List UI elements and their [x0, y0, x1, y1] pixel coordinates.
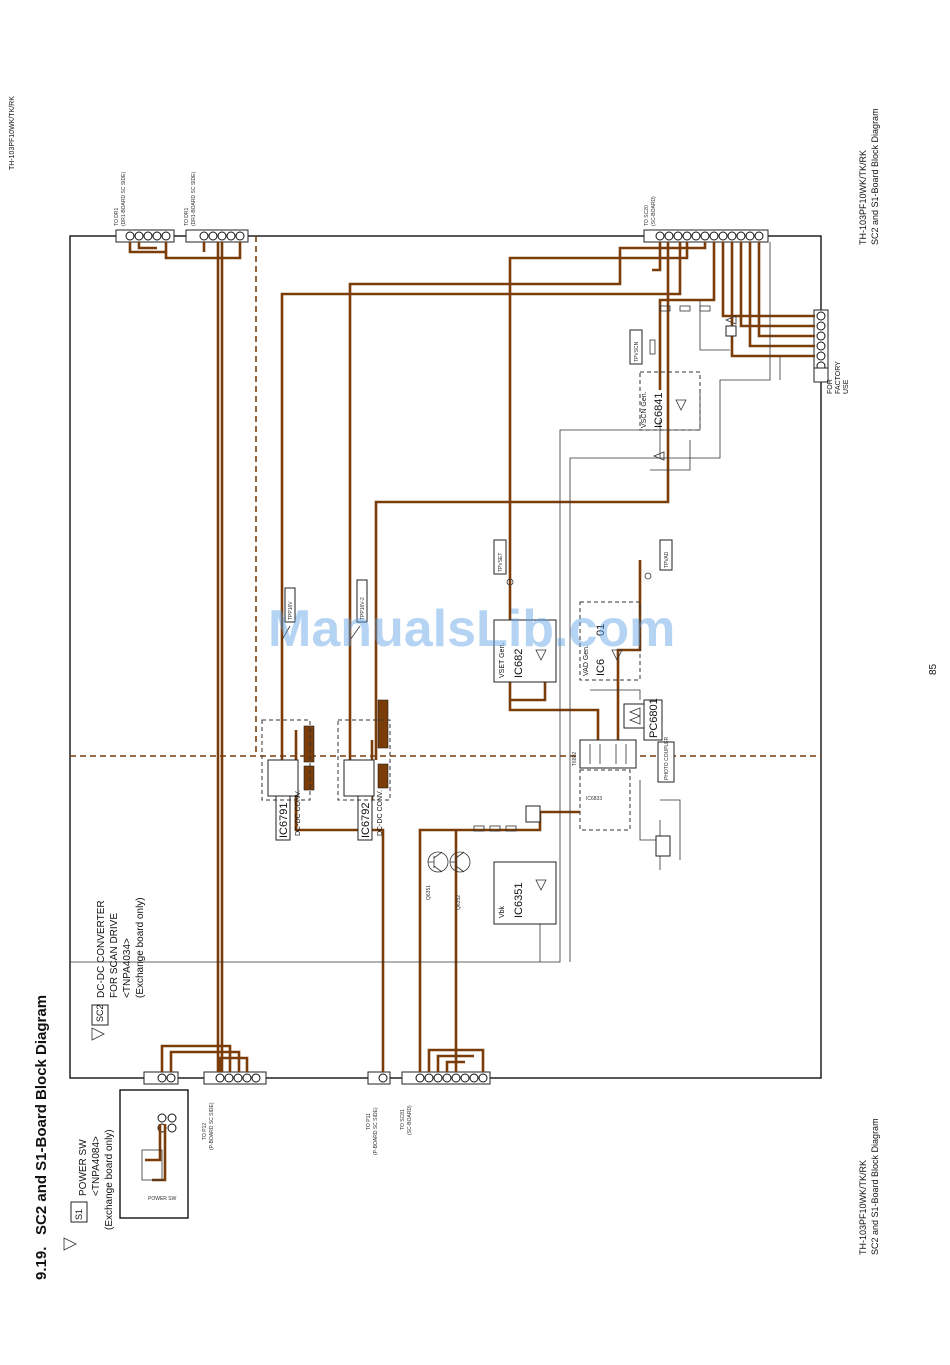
testpoint-tpvscn: TPVSCN: [629, 329, 643, 365]
svg-text:DC-DC CONV.: DC-DC CONV.: [377, 790, 384, 836]
svg-text:TO DR1: TO DR1: [184, 208, 190, 226]
svg-text:IC6833: IC6833: [586, 796, 602, 802]
connector-sc81: TO SC81 (SC-BOARD): [400, 1071, 491, 1135]
svg-text:FACTORY: FACTORY: [835, 361, 842, 394]
diodes: [628, 315, 737, 725]
svg-text:FOR: FOR: [827, 379, 834, 394]
svg-text:IC6351: IC6351: [513, 883, 525, 918]
svg-text:TPVAD: TPVAD: [664, 551, 670, 568]
ic6351: Vbk IC6351: [493, 861, 557, 925]
pc6801: PC6801 PHOTO COUPLER: [623, 698, 675, 783]
svg-text:(SC-BOARD): (SC-BOARD): [407, 1105, 413, 1135]
svg-text:DC-DC CONV.: DC-DC CONV.: [295, 790, 302, 836]
q6352: Q6352: [449, 851, 471, 910]
side-caption-title: SC2 and S1-Board Block Diagram: [870, 108, 880, 245]
ic6792: IC6792 DC-DC CONV.: [337, 699, 391, 841]
svg-text:Q6351: Q6351: [426, 885, 432, 900]
ic68-vad: VAD Gen. IC6 01: [579, 601, 641, 681]
svg-text:(DR1-BOARD SC SIDE): (DR1-BOARD SC SIDE): [191, 171, 197, 226]
svg-text:TO P12: TO P12: [202, 1123, 208, 1140]
svg-text:01: 01: [595, 624, 607, 636]
svg-text:TPP16V-2: TPP16V-2: [360, 597, 366, 620]
svg-text:VAD Gen.: VAD Gen.: [583, 645, 590, 676]
svg-text:(P-BOARD SC SIDE): (P-BOARD SC SIDE): [373, 1107, 379, 1155]
svg-text:(P-BOARD SC SIDE): (P-BOARD SC SIDE): [209, 1102, 215, 1150]
ic6833-dashed: IC6833: [579, 769, 631, 831]
connector-sc20: TO SC20 (SC-BOARD): [643, 196, 769, 243]
svg-text:T6802: T6802: [572, 752, 578, 766]
svg-text:(Exchange board only): (Exchange board only): [104, 1129, 115, 1230]
resistor-chain: [473, 305, 737, 857]
ic6791: IC6791 DC-DC CONV.: [261, 719, 315, 841]
page-number: 85: [928, 663, 939, 675]
svg-text:<TNPA4084>: <TNPA4084>: [91, 1136, 102, 1196]
svg-text:FOR SCAN DRIVE: FOR SCAN DRIVE: [109, 913, 120, 998]
svg-text:TO P11: TO P11: [366, 1113, 372, 1130]
connector-p12: TO P12 (P-BOARD SC SIDE): [202, 1071, 267, 1150]
connector-p11: TO P11 (P-BOARD SC SIDE): [366, 1071, 391, 1155]
svg-text:Q6352: Q6352: [456, 895, 462, 910]
svg-text:TPVSCN: TPVSCN: [634, 341, 640, 362]
svg-text:SC2: SC2: [95, 1004, 105, 1022]
side-caption-model: TH-103PF10WK/TK/RK: [858, 150, 868, 245]
svg-text:TPP16V: TPP16V: [288, 601, 294, 620]
svg-text:USE: USE: [843, 379, 850, 394]
svg-text:<TNPA4034>: <TNPA4034>: [122, 938, 133, 998]
svg-text:TO SC20: TO SC20: [644, 205, 650, 226]
svg-text:TPVSET: TPVSET: [498, 553, 504, 572]
svg-text:IC682: IC682: [513, 649, 525, 678]
svg-text:IC6: IC6: [595, 659, 607, 676]
s1-board: POWER SW: [119, 1089, 189, 1219]
ic682: VSET Gen. IC682: [493, 619, 557, 683]
watermark: ManualsLib.com: [268, 600, 675, 658]
svg-text:VSCN Gen.: VSCN Gen.: [641, 391, 648, 428]
svg-text:VSET Gen.: VSET Gen.: [499, 643, 506, 678]
svg-text:(DR1-BOARD SC SIDE): (DR1-BOARD SC SIDE): [121, 171, 127, 226]
svg-text:IC6791: IC6791: [278, 803, 290, 838]
testpoint-tpp16v: TPP16V: [281, 587, 296, 641]
footer-title: SC2 and S1-Board Block Diagram: [870, 1118, 880, 1255]
svg-text:POWER SW: POWER SW: [78, 1139, 89, 1196]
svg-text:PHOTO COUPLER: PHOTO COUPLER: [664, 736, 670, 780]
connector-s1-sc2: [143, 1071, 179, 1085]
svg-text:IC6841: IC6841: [653, 393, 665, 428]
signal-wiring: [70, 242, 781, 963]
testpoint-tpp16v-2: TPP16V-2: [349, 579, 368, 641]
svg-text:POWER SW: POWER SW: [148, 1196, 177, 1202]
connector-factory-use: FOR FACTORY USE: [813, 309, 850, 394]
ic6841: VSCN Gen. IC6841: [639, 371, 701, 431]
svg-text:S1: S1: [74, 1209, 84, 1220]
connector-dr1-right: TO DR1 (DR1-BOARD SC SIDE): [184, 171, 249, 243]
svg-text:TO DR1: TO DR1: [114, 208, 120, 226]
svg-text:(Exchange board only): (Exchange board only): [135, 897, 146, 998]
svg-text:(SC-BOARD): (SC-BOARD): [651, 196, 657, 226]
transformer-t6802: T6802: [572, 739, 637, 769]
section-title: SC2 and S1-Board Block Diagram: [33, 995, 50, 1235]
svg-text:TO SC81: TO SC81: [400, 1109, 406, 1130]
s1-label: S1 POWER SW <TNPA4084> (Exchange board o…: [63, 1129, 115, 1251]
svg-text:PC6801: PC6801: [648, 698, 660, 738]
q6351: Q6351: [426, 851, 449, 900]
testpoint-tpvset: TPVSET: [493, 539, 514, 586]
section-number: 9.19.: [33, 1247, 50, 1280]
svg-text:DC-DC CONVERTER: DC-DC CONVERTER: [96, 900, 107, 998]
svg-text:IC6792: IC6792: [360, 803, 372, 838]
testpoint-tpvad: TPVAD: [644, 539, 673, 580]
footer-model: TH-103PF10WK/TK/RK: [858, 1160, 868, 1255]
connector-dr1-left: TO DR1 (DR1-BOARD SC SIDE): [114, 171, 175, 243]
svg-text:Vbk: Vbk: [499, 905, 506, 918]
sc2-label: SC2 DC-DC CONVERTER FOR SCAN DRIVE <TNPA…: [91, 897, 146, 1041]
header-model: TH-103PF10WK/TK/RK: [9, 96, 16, 170]
